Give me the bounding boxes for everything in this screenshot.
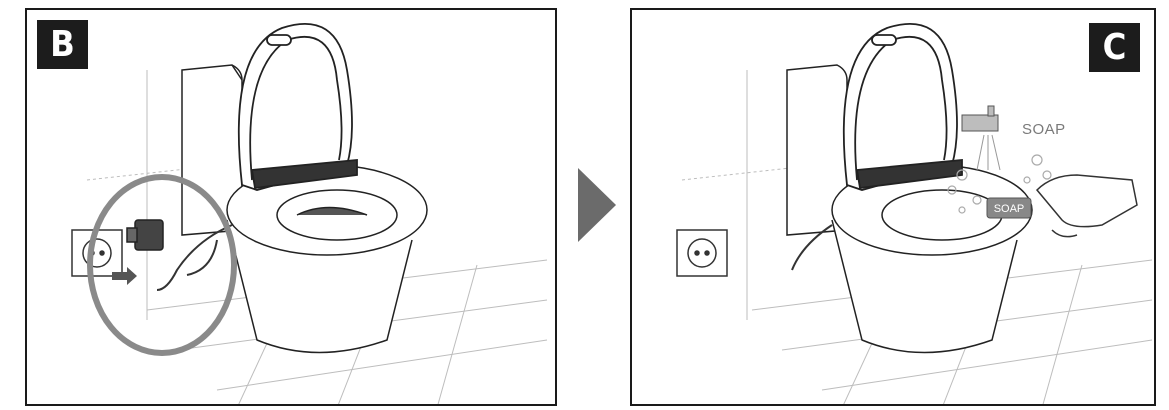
lid-b bbox=[239, 24, 357, 190]
toilet-illustration-b bbox=[27, 10, 557, 406]
hose-b bbox=[157, 225, 232, 290]
lid-c bbox=[844, 24, 962, 190]
toilet-illustration-c: SOAP bbox=[632, 10, 1156, 406]
wall-socket-icon bbox=[677, 230, 727, 276]
soap-bar-text: SOAP bbox=[994, 203, 1025, 215]
faucet-icon bbox=[962, 106, 998, 131]
hand-icon bbox=[1037, 175, 1137, 237]
wall-socket-icon bbox=[72, 230, 122, 276]
panel-b: B bbox=[25, 8, 557, 406]
soap-bar: SOAP bbox=[987, 198, 1031, 218]
water-stream bbox=[977, 135, 1000, 170]
panel-c: C SOAP bbox=[630, 8, 1156, 406]
plug-icon bbox=[127, 220, 163, 250]
bowl-c bbox=[832, 165, 1032, 353]
right-arrow-icon bbox=[578, 168, 616, 242]
bowl-b bbox=[227, 165, 427, 353]
